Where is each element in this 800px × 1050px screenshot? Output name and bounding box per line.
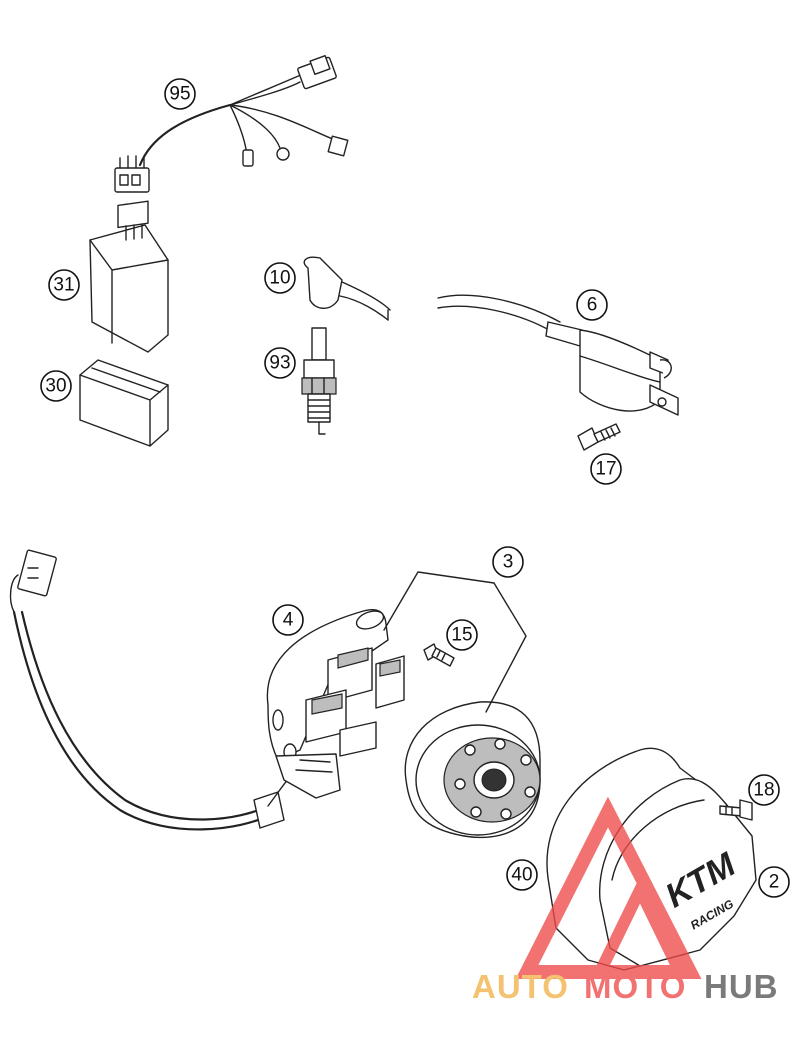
callout-10: 10 bbox=[264, 262, 296, 294]
callout-17: 17 bbox=[590, 453, 622, 485]
coil-screw bbox=[577, 423, 621, 451]
spark-plug bbox=[301, 327, 337, 435]
callout-4: 4 bbox=[272, 604, 304, 636]
svg-text:3: 3 bbox=[503, 552, 514, 573]
callout-40: 40 bbox=[506, 859, 538, 891]
spark-plug-connector bbox=[303, 256, 561, 335]
stator-wire bbox=[9, 549, 301, 831]
callout-3: 3 bbox=[492, 546, 524, 578]
svg-text:2: 2 bbox=[769, 872, 780, 893]
stator bbox=[266, 608, 405, 799]
watermark-triangle-icon bbox=[515, 796, 702, 979]
svg-text:40: 40 bbox=[511, 865, 532, 886]
svg-text:95: 95 bbox=[169, 84, 190, 105]
callout-30: 30 bbox=[40, 370, 72, 402]
wiring-harness bbox=[114, 54, 349, 193]
callout-95: 95 bbox=[164, 78, 196, 110]
cdi-holder bbox=[79, 359, 169, 447]
svg-text:15: 15 bbox=[451, 625, 472, 646]
callout-18: 18 bbox=[748, 774, 780, 806]
watermark-hub: HUB bbox=[704, 968, 779, 1005]
svg-text:17: 17 bbox=[595, 459, 616, 480]
ignition-cover: KTM RACING bbox=[599, 778, 757, 967]
watermark-moto: MOTO bbox=[584, 968, 686, 1005]
flywheel-rotor bbox=[404, 701, 541, 839]
watermark: AUTO MOTO HUB bbox=[472, 796, 779, 1005]
svg-text:31: 31 bbox=[53, 275, 74, 296]
stator-screw bbox=[423, 643, 455, 667]
callout-6: 6 bbox=[576, 289, 608, 321]
cdi-unit bbox=[89, 200, 169, 353]
callout-31: 31 bbox=[48, 269, 80, 301]
callout-2: 2 bbox=[758, 866, 790, 898]
svg-text:93: 93 bbox=[269, 353, 290, 374]
assembly-bracket bbox=[383, 571, 527, 713]
watermark-auto: AUTO bbox=[472, 968, 569, 1005]
svg-text:18: 18 bbox=[753, 780, 774, 801]
callout-93: 93 bbox=[264, 347, 296, 379]
ignition-coil bbox=[545, 321, 679, 416]
svg-text:6: 6 bbox=[587, 295, 598, 316]
svg-text:30: 30 bbox=[45, 376, 66, 397]
callout-15: 15 bbox=[446, 619, 478, 651]
cover-screw bbox=[719, 799, 753, 821]
svg-text:10: 10 bbox=[269, 268, 290, 289]
svg-text:4: 4 bbox=[283, 610, 294, 631]
